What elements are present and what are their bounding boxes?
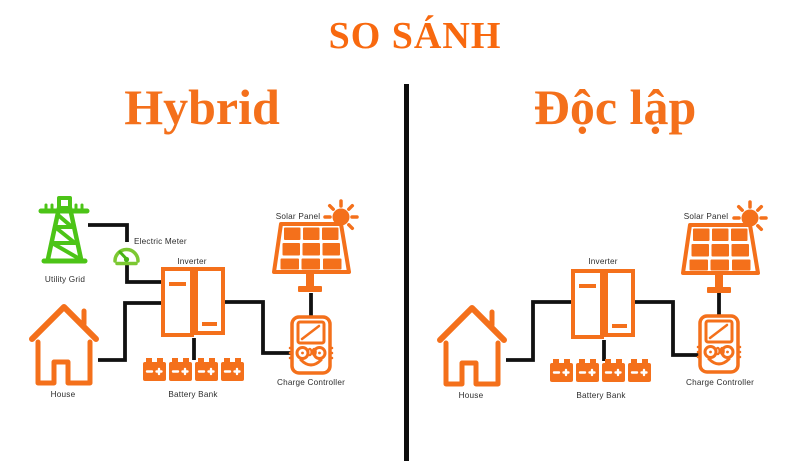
wire-house-to-inverter [98,301,162,362]
charge-controller-icon [288,315,334,375]
wire-house-to-inverter [506,300,572,362]
house-label: House [51,390,76,399]
left-panel-title: Hybrid [124,79,280,135]
charge-controller-label: Charge Controller [277,378,345,387]
page-title: SO SÁNH [328,15,502,57]
wires [88,223,313,362]
house-icon [32,307,96,383]
hybrid-diagram: Utility Grid Electric Meter Inverter Sol… [0,155,359,399]
standalone-diagram: Inverter Solar Panel House Battery Bank … [400,200,768,400]
utility-grid-label: Utility Grid [45,275,85,284]
battery-bank-label: Battery Bank [168,390,218,399]
battery-bank-label: Battery Bank [576,391,626,400]
inverter-icon [161,267,225,337]
wire-inverter-to-controller [224,300,293,355]
charge-controller-icon [696,314,742,374]
house-label: House [459,391,484,400]
divider-line [404,84,409,461]
wire-meter-to-inverter [125,265,162,284]
solar-panel-label: Solar Panel [684,212,729,221]
right-panel-title: Độc lập [533,79,697,135]
charge-controller-label: Charge Controller [686,378,754,387]
electric-meter-label: Electric Meter [134,237,187,246]
wire-inverter-to-controller [634,300,701,357]
inverter-label: Inverter [177,257,206,266]
house-icon [440,308,504,384]
wire-grid-to-meter [88,223,129,242]
wires [506,293,721,362]
battery-bank-icon [143,358,244,381]
solar-panel-label: Solar Panel [276,212,321,221]
inverter-icon [571,269,635,339]
inverter-label: Inverter [588,257,617,266]
transmission-tower-icon [41,198,87,261]
gauge-icon [113,247,140,266]
battery-bank-icon [550,359,651,382]
